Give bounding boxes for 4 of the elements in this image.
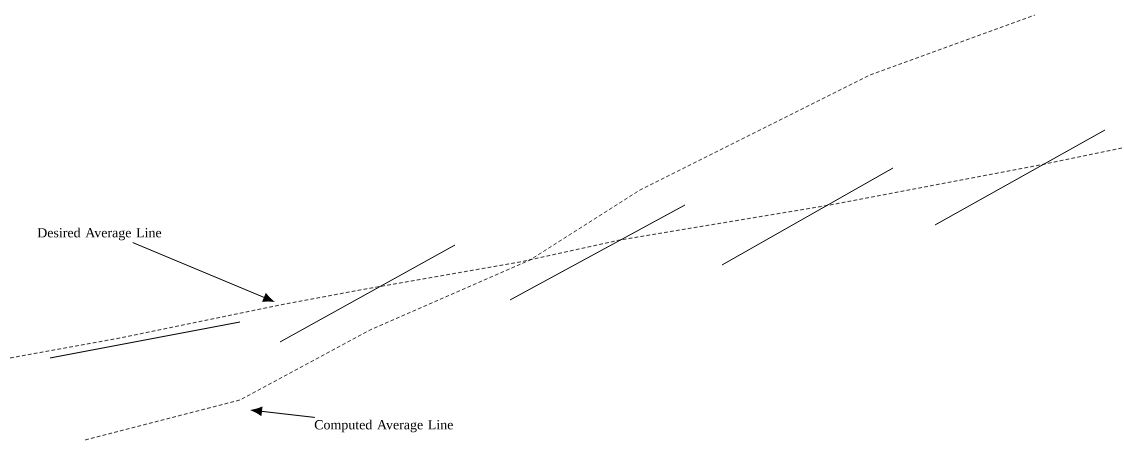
label-text: Desired Average Line bbox=[37, 227, 162, 241]
leader-arrow bbox=[251, 406, 316, 418]
label-text: Computed Average Line bbox=[314, 419, 453, 433]
leader-arrow bbox=[132, 242, 274, 302]
